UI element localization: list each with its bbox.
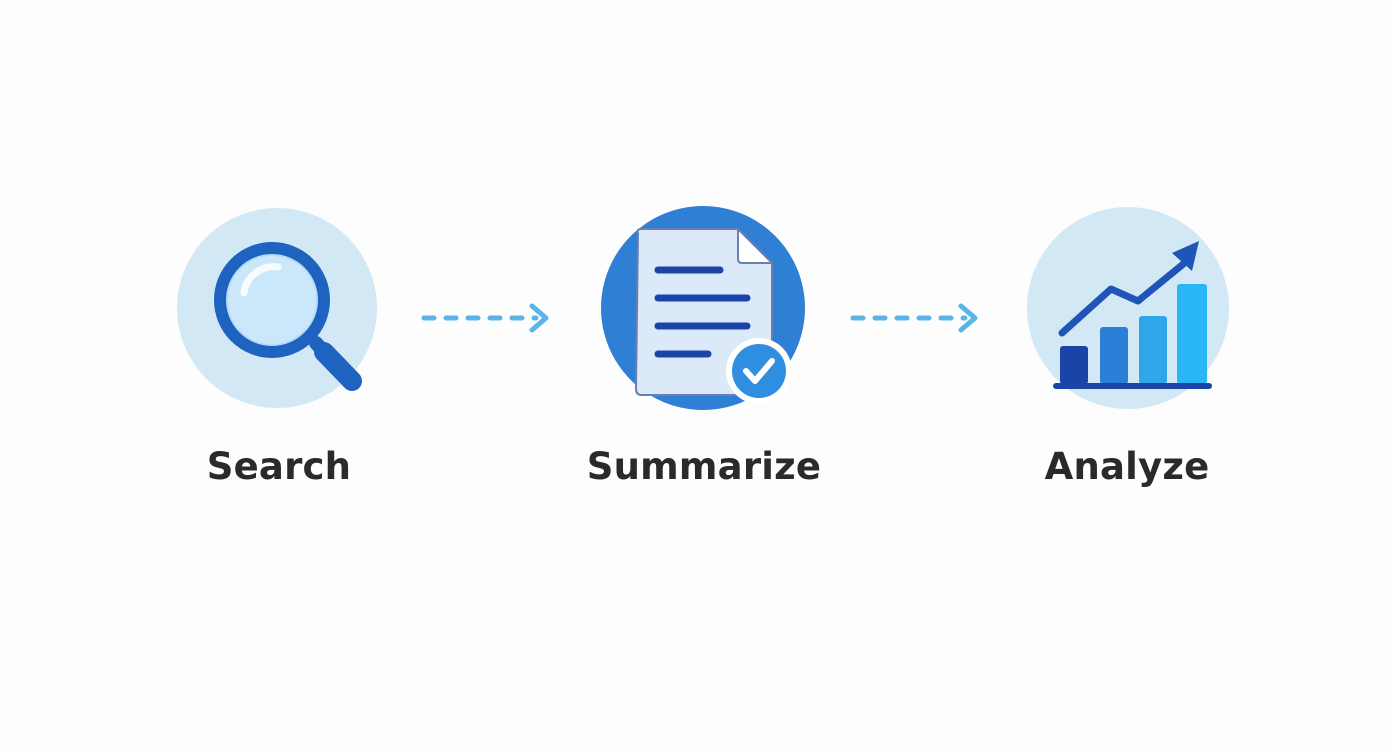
step-label-search: Search <box>206 445 352 488</box>
magnifying-glass-icon <box>174 205 380 411</box>
document-check-icon <box>600 205 806 411</box>
step-label-analyze: Analyze <box>1044 445 1210 488</box>
step-label-summarize: Summarize <box>586 445 822 488</box>
bar-chart-trend-icon <box>1025 205 1231 411</box>
dashed-arrow-right-icon <box>416 300 556 336</box>
dashed-arrow-right-icon <box>845 300 985 336</box>
